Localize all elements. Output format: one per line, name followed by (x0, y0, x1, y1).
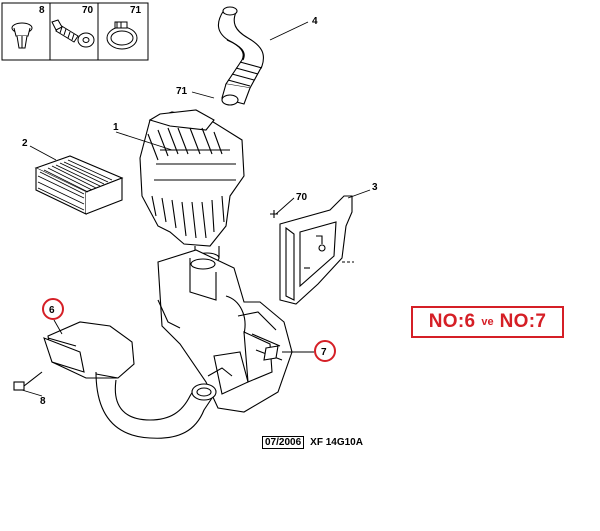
callout-part-4: 4 (312, 16, 318, 27)
callout-part-8: 8 (40, 396, 46, 407)
callout-part-7: 7 (321, 347, 327, 358)
air-inlet-duct-part-6 (13, 321, 233, 439)
part-reference-highlight: NO:6 ve NO:7 (411, 306, 564, 338)
callout-part-71: 71 (176, 86, 188, 97)
footer-date: 07/2006 (262, 436, 305, 449)
leader-lines (21, 21, 371, 397)
legend-number-71: 71 (130, 5, 142, 16)
legend-number-8: 8 (39, 5, 45, 16)
air-filter-housing-part-1 (139, 109, 245, 264)
bolt-washer-icon (51, 19, 95, 48)
highlight-left-label: NO:6 (428, 311, 476, 332)
highlight-circle-part-6 (42, 298, 64, 320)
callout-part-3: 3 (372, 182, 378, 193)
callout-part-70: 70 (296, 192, 308, 203)
push-rivet-icon (11, 22, 33, 49)
air-duct-housing-part-7 (157, 249, 293, 413)
legend-number-70: 70 (82, 5, 94, 16)
hose-clamp-icon (106, 21, 138, 50)
diagram-footer: 07/2006 XF 14G10A (262, 436, 363, 449)
filter-element-part-2 (34, 155, 124, 215)
highlight-connector: ve (481, 316, 494, 328)
highlight-circle-part-7 (314, 340, 336, 362)
callout-part-1: 1 (113, 122, 119, 133)
callout-part-6: 6 (49, 305, 55, 316)
hardware-legend: 8 70 71 (1, 2, 149, 61)
mounting-bracket-part-3 (270, 195, 354, 305)
footer-code: XF 14G10A (310, 437, 363, 448)
intake-hose-part-4 (217, 6, 265, 106)
highlight-right-label: NO:7 (499, 311, 547, 332)
callout-part-2: 2 (22, 138, 28, 149)
